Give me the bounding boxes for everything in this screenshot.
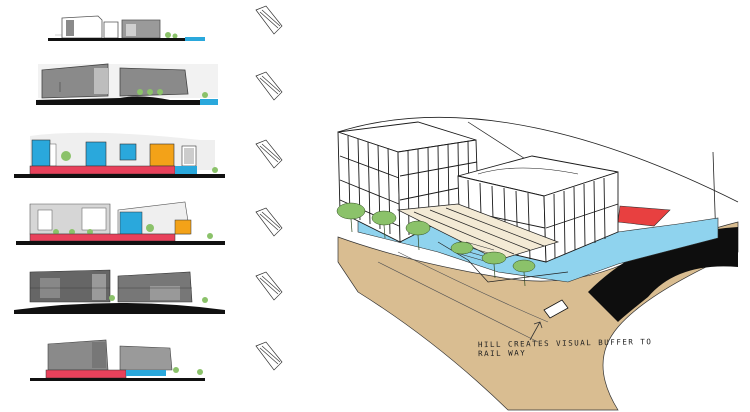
section-1-svg <box>48 15 205 41</box>
podium-canopy <box>396 203 569 283</box>
car-sketch <box>543 299 569 319</box>
direction-arrow <box>529 321 543 341</box>
site-plan-thumbnail-1 <box>252 4 286 38</box>
section-drawing-5 <box>0 266 240 318</box>
section-drawing-6 <box>0 336 240 384</box>
site-plan-thumbnail-3 <box>252 138 286 172</box>
section-drawing-2 <box>0 62 240 108</box>
black-hill <box>588 227 738 322</box>
section-5-svg <box>14 269 225 314</box>
site-plan-thumbnail-5 <box>252 270 286 304</box>
section-drawing-4 <box>0 200 240 250</box>
aerial-perspective-sketch <box>336 116 739 411</box>
site-plan-thumbnail-2 <box>252 70 286 104</box>
section-drawing-3 <box>0 130 240 182</box>
red-plaza <box>617 205 671 227</box>
section-drawing-1 <box>0 12 240 44</box>
section-2-svg <box>36 63 218 105</box>
section-4-svg <box>16 201 225 245</box>
site-plan-thumbnail-6 <box>252 340 286 374</box>
section-3-svg <box>14 132 225 178</box>
section-6-svg <box>30 339 205 381</box>
site-plan-thumbnail-4 <box>252 206 286 240</box>
tree-row <box>336 202 536 273</box>
stair-steps <box>459 241 495 263</box>
horizon-arc <box>337 116 739 203</box>
